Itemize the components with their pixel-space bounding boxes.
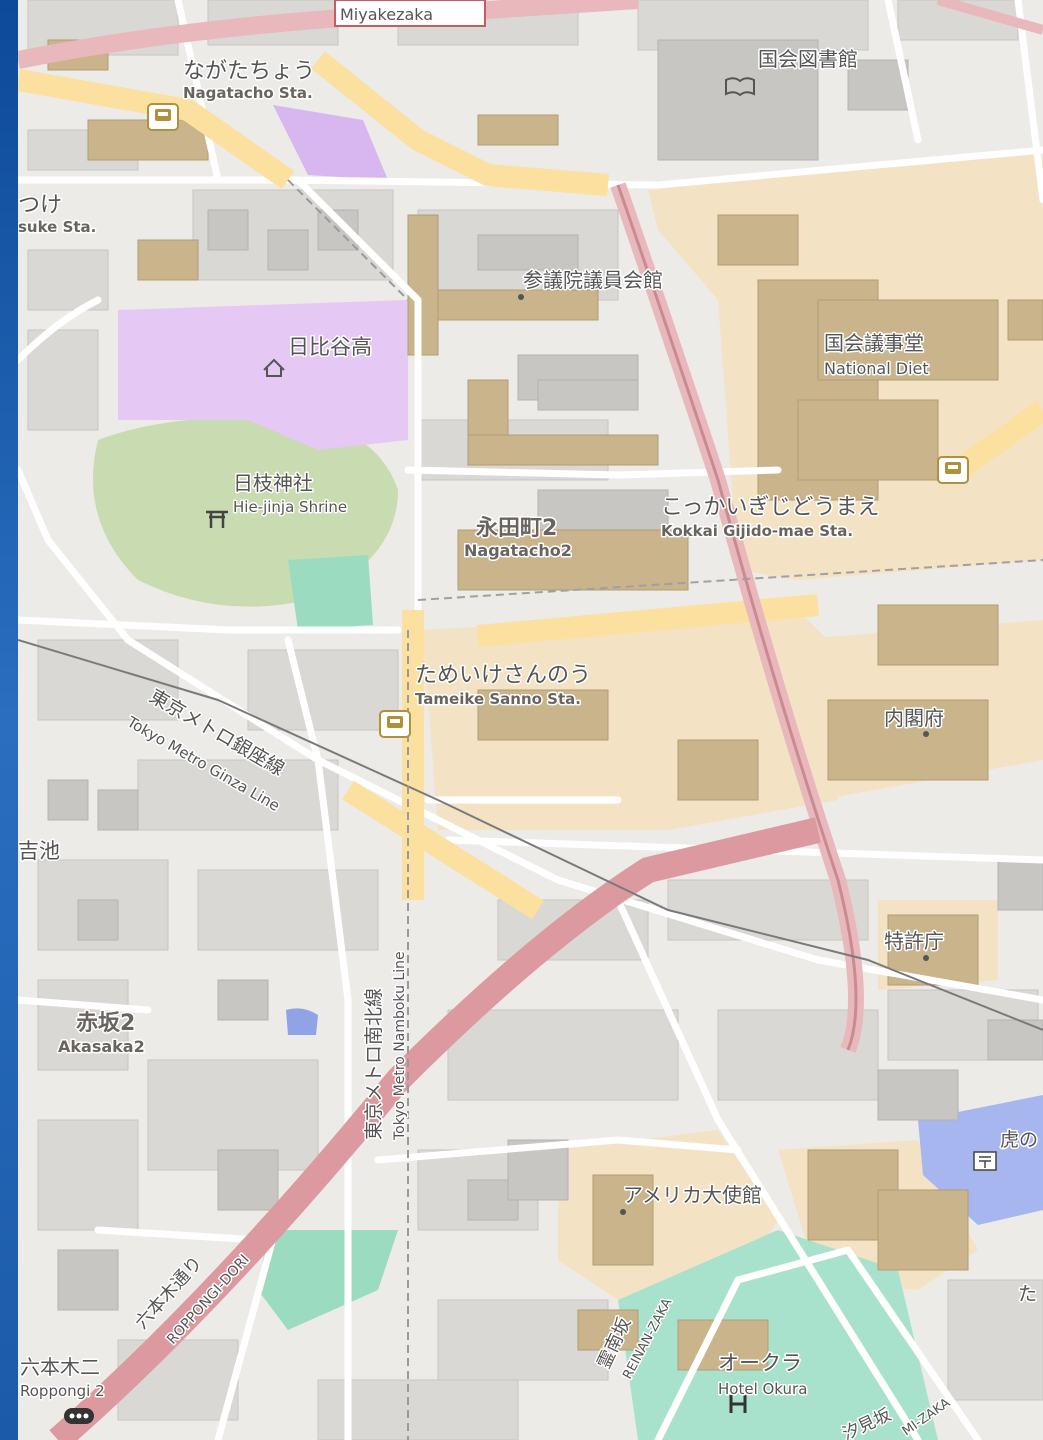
shrine-icon <box>206 510 228 528</box>
label-nagatacho-en: Nagatacho Sta. <box>183 84 313 102</box>
map-canvas[interactable]: Miyakezaka ながたちょう Nagatacho Sta. 国会図書館 つ… <box>18 0 1043 1440</box>
label-roppongi2-jp: 六本木二 <box>20 1355 100 1379</box>
station-icon[interactable] <box>147 103 179 131</box>
label-national-diet-en: National Diet <box>824 359 929 378</box>
label-kokkai-library: 国会図書館 <box>758 47 858 71</box>
label-namboku-line-en: Tokyo Metro Namboku Line <box>392 951 408 1141</box>
purple-block <box>273 105 388 180</box>
station-icon[interactable] <box>379 710 411 738</box>
label-nagatacho2-en: Nagatacho2 <box>464 541 572 560</box>
label-roppongi2-en: Roppongi 2 <box>20 1382 105 1400</box>
label-sangiin: 参議院議員会館 <box>523 268 663 292</box>
label-okura-jp: オークラ <box>718 1351 802 1375</box>
miyakezaka-box <box>334 0 486 27</box>
label-hie-jinja-jp: 日枝神社 <box>233 471 313 495</box>
label-nagatacho-jp: ながたちょう <box>183 59 315 84</box>
institution-buildings <box>47 39 1043 1371</box>
label-kokkai-gijidomae-jp: こっかいぎじどうまえ <box>661 495 879 520</box>
station-markers[interactable] <box>147 103 969 738</box>
label-us-embassy: アメリカ大使館 <box>623 1183 762 1207</box>
small-water <box>286 1008 318 1035</box>
buildings <box>47 39 1043 1311</box>
hotel-icon <box>729 1395 747 1413</box>
label-akasaka2-en: Akasaka2 <box>58 1037 145 1056</box>
label-hie-jinja-en: Hie-jinja Shrine <box>233 498 347 516</box>
label-nagatacho2-jp: 永田町2 <box>476 515 557 541</box>
green-block-roppongi <box>258 1230 398 1330</box>
label-akasaka-mitsuke-jp: つけ <box>18 193 62 218</box>
library-icon <box>725 77 755 97</box>
label-tokkyocho: 特許庁 <box>884 929 944 953</box>
map-marker <box>518 294 929 1215</box>
label-naikakufu: 内閣府 <box>884 706 944 730</box>
label-namboku-line-jp: 東京メトロ南北線 <box>363 988 385 1140</box>
hibiya-high-school-grounds <box>118 300 408 450</box>
label-okura-en: Hotel Okura <box>718 1380 807 1398</box>
label-hibiya-high: 日比谷高 <box>288 335 372 359</box>
label-tameike-en: Tameike Sanno Sta. <box>415 690 581 708</box>
green-block-hie <box>288 555 373 630</box>
post-office-icon <box>973 1151 997 1171</box>
bus-stop-icon <box>64 1408 94 1424</box>
minor-roads <box>18 0 1043 1440</box>
label-tameike-jp: ためいけさんのう <box>415 663 591 688</box>
label-miyakezaka: Miyakezaka <box>340 5 433 24</box>
school-icon <box>263 358 285 377</box>
label-edge-ta: た <box>1018 1283 1037 1305</box>
label-national-diet-jp: 国会議事堂 <box>824 331 924 355</box>
left-panel-edge <box>0 0 18 1440</box>
railways <box>18 179 1043 1440</box>
okura-green <box>618 1230 938 1440</box>
station-icon[interactable] <box>937 456 969 484</box>
label-akasaka2-jp: 赤坂2 <box>76 1011 135 1036</box>
label-akasaka-mitsuke-en: suke Sta. <box>18 218 96 236</box>
label-kokkai-gijidomae-en: Kokkai Gijido-mae Sta. <box>661 522 853 540</box>
label-tora: 虎の <box>1000 1129 1038 1151</box>
label-ike: 吉池 <box>18 839 60 863</box>
